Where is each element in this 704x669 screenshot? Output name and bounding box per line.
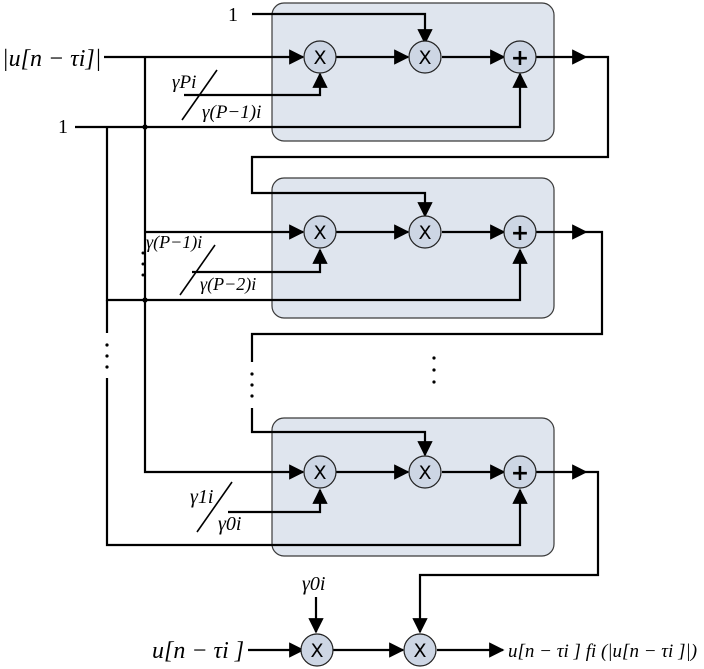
adder-node: +	[503, 215, 537, 249]
signal-wires	[75, 12, 610, 658]
adder-node: +	[503, 40, 537, 74]
final-coef-label: γ0i	[302, 573, 325, 595]
multiplier-node: X	[303, 40, 337, 74]
ellipsis-dots	[105, 251, 436, 398]
svg-text:X: X	[313, 47, 326, 69]
svg-text:+: +	[511, 221, 529, 246]
multiplier-node: X	[303, 215, 337, 249]
svg-text:X: X	[313, 462, 326, 484]
stage-block-2	[271, 177, 555, 319]
final-multiplier-node: X	[403, 633, 437, 667]
coef-den-stage-2: γ(P−2)i	[200, 274, 256, 295]
multiplier-node: X	[408, 215, 442, 249]
coef-num-stage-2: γ(P−1)i	[146, 232, 202, 253]
stage-block-1	[271, 2, 555, 142]
one-top-label: 1	[228, 4, 238, 26]
abs-input-label: |u[n − τi]|	[2, 46, 101, 72]
one-left-label: 1	[58, 116, 68, 138]
coef-den-stage-3: γ0i	[218, 513, 241, 535]
adder-node: +	[503, 455, 537, 489]
multiplier-node: X	[408, 40, 442, 74]
junction-dot	[142, 124, 148, 130]
svg-text:+: +	[511, 461, 529, 486]
svg-text:X: X	[310, 640, 323, 662]
svg-text:+: +	[511, 46, 529, 71]
svg-text:X: X	[418, 47, 431, 69]
coef-den-stage-1: γ(P−1)i	[202, 102, 261, 123]
stage-block-3	[271, 417, 555, 557]
svg-text:X: X	[313, 222, 326, 244]
multiplier-node: X	[408, 455, 442, 489]
svg-text:X: X	[413, 640, 426, 662]
u-input-label: u[n − τi ]	[152, 638, 244, 664]
junction-dot	[142, 297, 148, 303]
svg-text:X: X	[418, 222, 431, 244]
coef-num-stage-1: γPi	[172, 72, 196, 93]
coef-num-stage-3: γ1i	[190, 486, 213, 508]
final-multiplier-node: X	[300, 633, 334, 667]
output-label: u[n − τi ] fi (|u[n − τi ]|)	[508, 641, 697, 662]
multiplier-node: X	[303, 455, 337, 489]
svg-text:X: X	[418, 462, 431, 484]
